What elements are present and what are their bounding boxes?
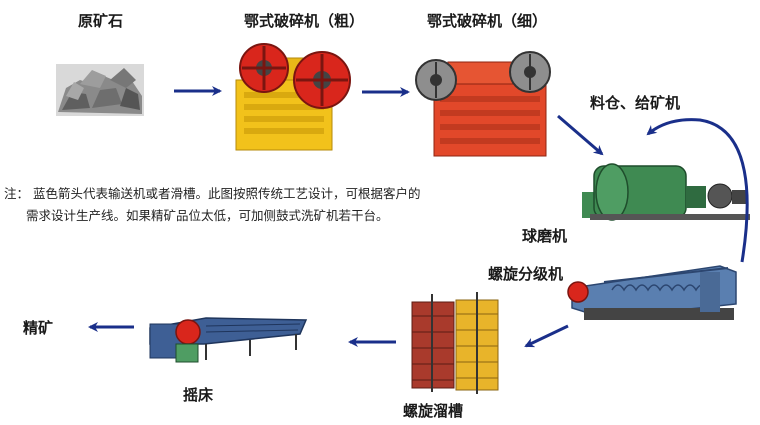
flow-arrows (88, 86, 749, 348)
label-feeder-bin: 料仓、给矿机 (590, 94, 681, 112)
spiral-classifier-image (567, 265, 737, 320)
note-line-1: 注： 蓝色箭头代表输送机或者滑槽。此图按照传统工艺设计，可根据客户的 (4, 186, 421, 201)
label-ball-mill: 球磨机 (522, 227, 568, 245)
label-jaw-crusher-fine: 鄂式破碎机（细） (427, 12, 548, 30)
process-note: 注： 蓝色箭头代表输送机或者滑槽。此图按照传统工艺设计，可根据客户的 需求设计生… (4, 183, 524, 227)
arrow-classifier-return (646, 118, 749, 263)
jaw-crusher-coarse-image (235, 43, 351, 151)
label-shaking-table: 摇床 (183, 386, 214, 404)
label-jaw-crusher-coarse: 鄂式破碎机（粗） (244, 12, 365, 30)
note-line-2: 需求设计生产线。如果精矿品位太低，可加侧鼓式洗矿机若干台。 (26, 208, 389, 223)
shaking-table-image (149, 317, 308, 363)
label-spiral-classifier: 螺旋分级机 (488, 265, 564, 283)
arrow-fine-to-mill (557, 114, 604, 156)
arrow-classifier-to-chute (524, 324, 569, 348)
ball-mill-image (582, 163, 750, 221)
label-concentrate: 精矿 (23, 319, 54, 337)
spiral-chute-image (411, 292, 499, 394)
label-spiral-chute: 螺旋溜槽 (403, 402, 464, 420)
label-raw-ore: 原矿石 (78, 12, 124, 30)
jaw-crusher-fine-image (415, 51, 551, 157)
raw-ore-image (56, 64, 144, 116)
